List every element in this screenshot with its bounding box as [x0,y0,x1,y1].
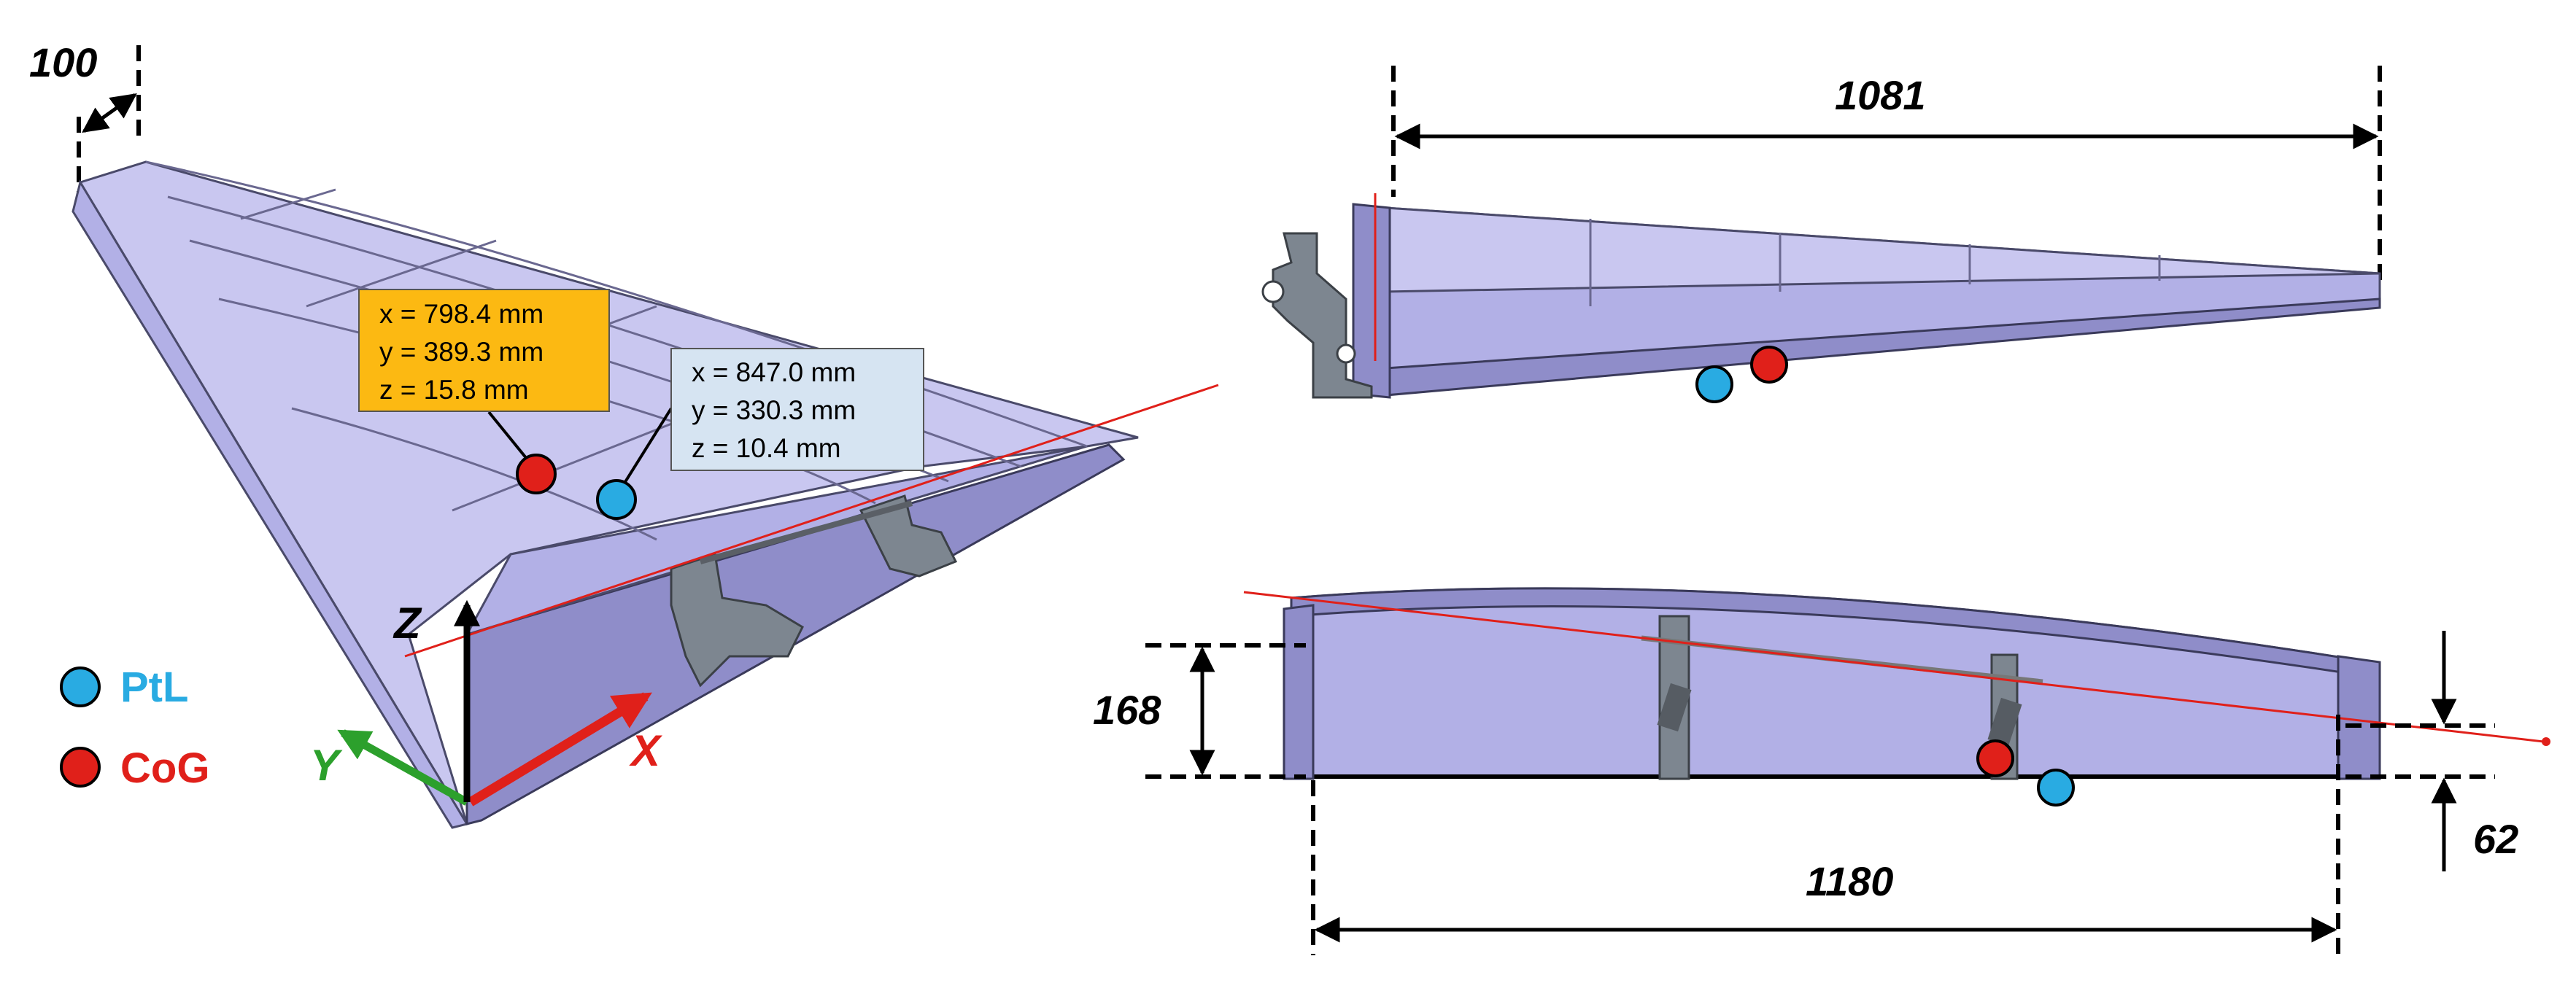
cog-marker-top [1750,346,1788,384]
axis-z-label: Z [392,599,422,648]
top-view-hinge-bracket [1272,232,1373,399]
ptl-box-z: z = 10.4 mm [692,433,841,463]
cog-box-z: z = 15.8 mm [379,375,529,405]
axis-x-label: X [629,726,663,775]
ptl-coordinate-box: x = 847.0 mm y = 330.3 mm z = 10.4 mm [670,348,924,471]
skin-line-4 [218,298,876,505]
cog-marker-front [1976,739,2014,777]
span-bottom-label: 1180 [1806,858,1893,904]
legend-cog-label: CoG [120,745,209,792]
front-view-post-1-detail [1657,683,1692,732]
rib-2 [306,239,497,308]
top-side-view: 1081 [1261,66,2382,403]
ptl-box-y: y = 330.3 mm [692,395,856,425]
leading-edge-side [71,179,469,829]
front-view: 168 1180 62 [1093,587,2550,955]
root-offset-label: 100 [29,39,97,85]
cog-box-bg [358,289,610,412]
top-view-bracket-hole-1 [1261,280,1285,303]
ptl-marker-top [1695,365,1733,403]
ptl-marker-iso [596,479,637,520]
front-view-root-rib [1283,604,1315,780]
isometric-wing-view: 100 X Y Z [29,39,1219,829]
rib-1 [240,188,336,220]
tip-height-label: 62 [2473,816,2518,862]
span-top-label: 1081 [1835,72,1926,118]
front-view-post-2-detail [1987,697,2022,747]
top-view-root-rib [1352,203,1391,399]
ptl-box-bg [670,348,924,471]
axis-y-label: Y [310,741,343,790]
axis-x-arrow [468,692,652,807]
cog-coordinate-box: x = 798.4 mm y = 389.3 mm z = 15.8 mm [358,289,610,412]
legend: PtL CoG [60,664,209,792]
front-view-tip-rib [2337,655,2381,780]
hinge-axis-line-left [404,384,1219,658]
cog-box-y: y = 389.3 mm [379,337,544,367]
hinge-bracket-1 [670,553,804,688]
front-view-red-axis [1243,591,2550,744]
cog-marker-iso [516,454,557,494]
top-view-bracket-hole-2 [1336,343,1356,364]
legend-ptl-marker [60,667,101,707]
ptl-marker-front [2037,769,2075,807]
root-offset-arrow [82,93,137,133]
legend-ptl-label: PtL [120,664,188,711]
axis-y-arrow [337,729,469,806]
root-height-label: 168 [1093,687,1161,733]
hinge-rod [699,500,913,564]
legend-cog-marker [60,747,101,788]
front-view-red-axis-end [2542,737,2550,746]
ptl-box-x: x = 847.0 mm [692,357,856,387]
cog-box-x: x = 798.4 mm [379,299,544,329]
